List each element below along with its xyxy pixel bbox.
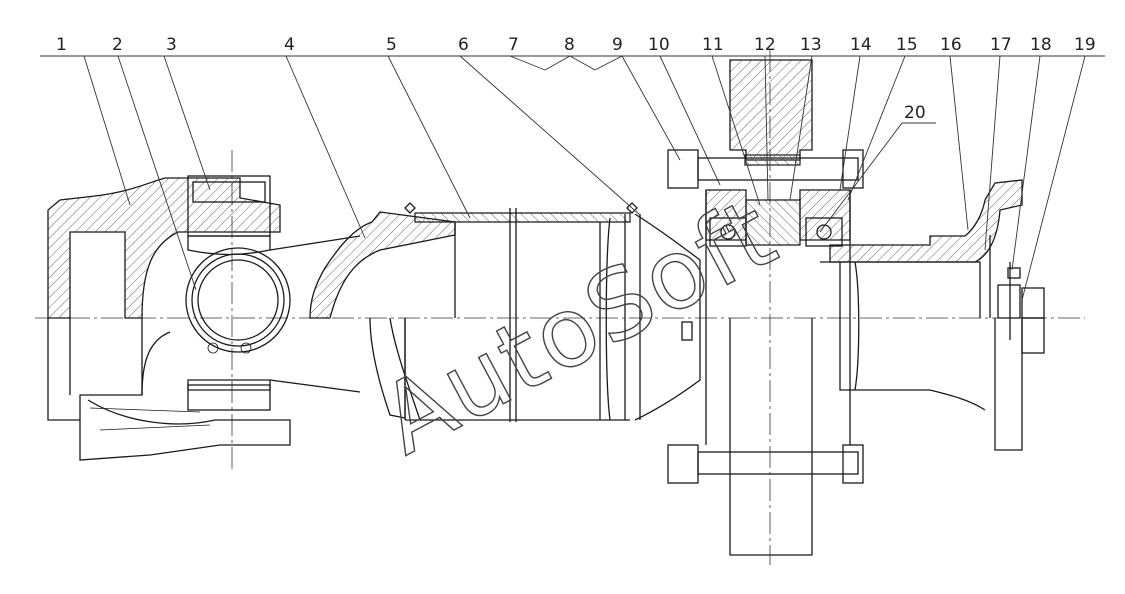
callout-11: 11 [702,35,724,55]
callout-labels: 1 2 3 4 5 6 7 8 9 10 11 12 13 14 15 16 1… [56,35,1096,123]
stub-flange [599,213,701,421]
callout-9: 9 [612,35,623,55]
callout-20: 20 [904,103,926,123]
flange-yoke [47,177,291,461]
callout-8: 8 [564,35,575,55]
callout-14: 14 [850,35,872,55]
universal-joint-cross [185,150,361,470]
callout-19: 19 [1074,35,1096,55]
callout-6: 6 [458,35,469,55]
slip-yoke [309,211,456,421]
callout-2: 2 [112,35,123,55]
callout-leaders [40,55,1105,301]
callout-15: 15 [896,35,918,55]
callout-3: 3 [166,35,177,55]
callout-18: 18 [1030,35,1052,55]
callout-4: 4 [284,35,295,55]
callout-10: 10 [648,35,670,55]
callout-1: 1 [56,35,67,55]
callout-12: 12 [754,35,776,55]
callout-17: 17 [990,35,1012,55]
rear-shaft [820,179,1045,451]
callout-5: 5 [386,35,397,55]
callout-13: 13 [800,35,822,55]
callout-7: 7 [508,35,519,55]
callout-16: 16 [940,35,962,55]
center-support-bracket [705,50,851,565]
